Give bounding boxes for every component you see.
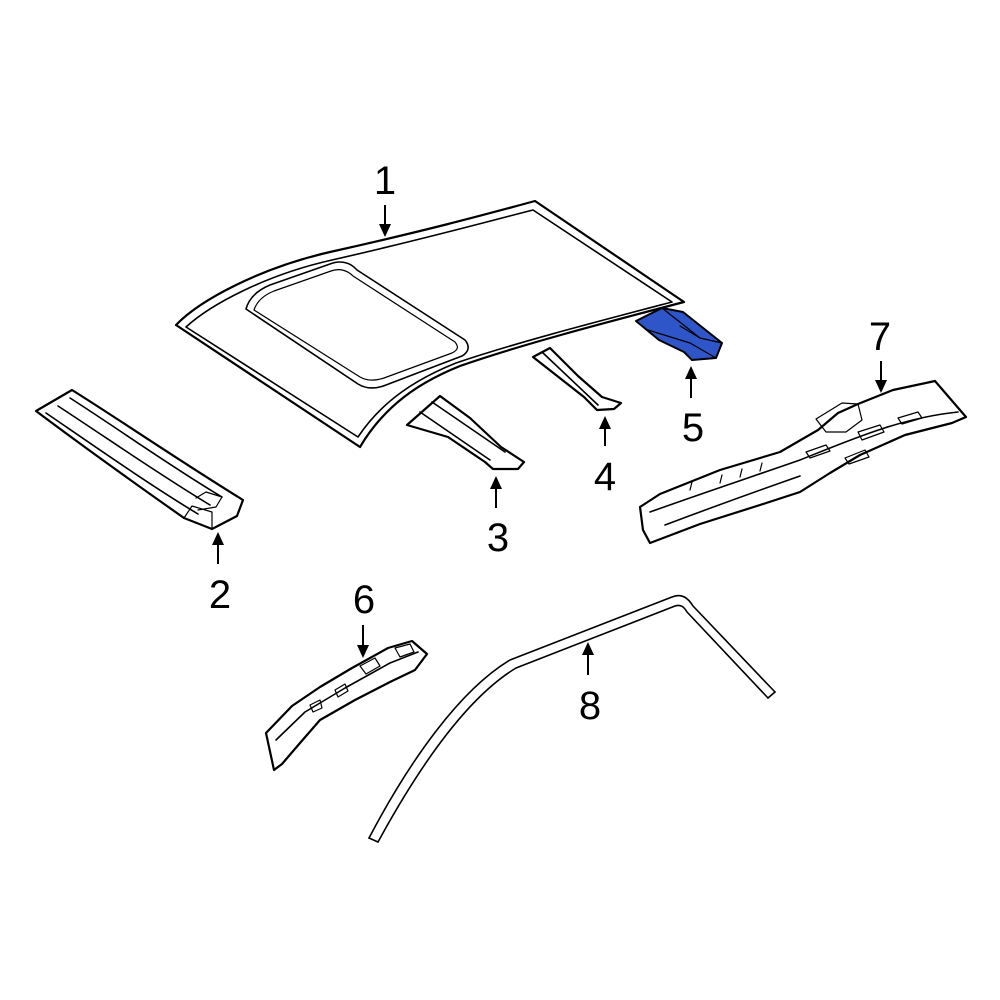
arrow-7 — [875, 361, 887, 393]
leader-arrows — [212, 205, 887, 675]
part-2-windshield-header[interactable] — [34, 388, 245, 531]
arrow-4 — [599, 416, 611, 446]
arrow-6 — [357, 625, 369, 658]
callout-7: 7 — [869, 315, 891, 359]
callout-8: 8 — [579, 684, 601, 728]
part-7-roof-side-rail[interactable] — [638, 379, 968, 545]
arrow-8 — [582, 642, 594, 675]
part-6-reinforcement[interactable] — [264, 639, 429, 772]
callout-2: 2 — [209, 573, 231, 617]
part-3-roof-bow[interactable] — [405, 394, 526, 471]
part-1-roof-panel[interactable] — [174, 199, 686, 449]
callout-6: 6 — [353, 578, 375, 622]
arrow-2 — [212, 532, 224, 564]
callout-labels: 1 2 3 4 5 6 7 8 — [209, 159, 891, 728]
callout-3: 3 — [487, 516, 509, 560]
part-4-roof-bow[interactable] — [531, 346, 623, 412]
callout-4: 4 — [594, 455, 616, 499]
part-5-roof-bow[interactable] — [635, 307, 723, 361]
arrow-3 — [490, 476, 502, 508]
part-8-weatherstrip[interactable] — [368, 594, 776, 843]
arrow-1 — [379, 205, 391, 237]
arrow-5 — [685, 366, 697, 398]
callout-1: 1 — [374, 159, 396, 203]
callout-5: 5 — [682, 406, 704, 450]
